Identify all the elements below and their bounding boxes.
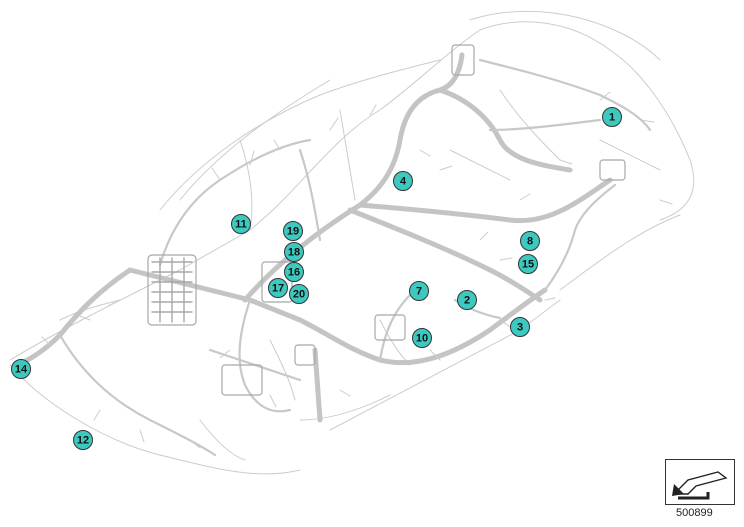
- callout-17[interactable]: 17: [268, 278, 288, 298]
- wiring-harness: [9, 10, 695, 475]
- callout-label: 16: [288, 267, 300, 279]
- callout-3[interactable]: 3: [510, 317, 530, 337]
- callout-label: 4: [400, 176, 407, 188]
- callout-circle: [518, 254, 538, 274]
- callout-1[interactable]: 1: [602, 107, 622, 127]
- callout-circle: [284, 262, 304, 282]
- callout-label: 14: [15, 364, 28, 376]
- arrow-sheet-icon: [672, 471, 728, 500]
- callout-16[interactable]: 16: [284, 262, 304, 282]
- callout-label: 17: [272, 283, 284, 295]
- callout-7[interactable]: 7: [409, 281, 429, 301]
- callout-19[interactable]: 19: [283, 221, 303, 241]
- callout-label: 7: [416, 286, 422, 298]
- callout-circle: [283, 221, 303, 241]
- callout-label: 2: [464, 295, 470, 307]
- callout-circle: [510, 317, 530, 337]
- callout-label: 20: [293, 289, 305, 301]
- callout-label: 3: [517, 322, 523, 334]
- callout-circle: [73, 430, 93, 450]
- callout-label: 18: [288, 247, 300, 259]
- callout-circle: [231, 214, 251, 234]
- callout-11[interactable]: 11: [231, 214, 251, 234]
- callout-circle: [457, 290, 477, 310]
- callout-20[interactable]: 20: [289, 284, 309, 304]
- callout-circle: [409, 281, 429, 301]
- callout-label: 1: [609, 112, 615, 124]
- callout-8[interactable]: 8: [520, 231, 540, 251]
- callout-circle: [11, 359, 31, 379]
- callout-label: 19: [287, 226, 299, 238]
- callout-circle: [520, 231, 540, 251]
- callout-4[interactable]: 4: [393, 171, 413, 191]
- callout-label: 15: [522, 259, 534, 271]
- callout-10[interactable]: 10: [412, 328, 432, 348]
- callout-18[interactable]: 18: [284, 242, 304, 262]
- callout-circle: [393, 171, 413, 191]
- callout-circle: [289, 284, 309, 304]
- callout-label: 12: [77, 435, 89, 447]
- callout-14[interactable]: 14: [11, 359, 31, 379]
- callout-label: 10: [416, 333, 428, 345]
- callout-15[interactable]: 15: [518, 254, 538, 274]
- reference-number: 500899: [676, 507, 713, 519]
- callout-2[interactable]: 2: [457, 290, 477, 310]
- reference-symbol-box: [665, 459, 735, 505]
- callout-circle: [412, 328, 432, 348]
- callout-circle: [268, 278, 288, 298]
- callout-label: 8: [527, 236, 533, 248]
- callout-label: 11: [235, 219, 247, 231]
- callout-circle: [602, 107, 622, 127]
- callout-12[interactable]: 12: [73, 430, 93, 450]
- callout-circle: [284, 242, 304, 262]
